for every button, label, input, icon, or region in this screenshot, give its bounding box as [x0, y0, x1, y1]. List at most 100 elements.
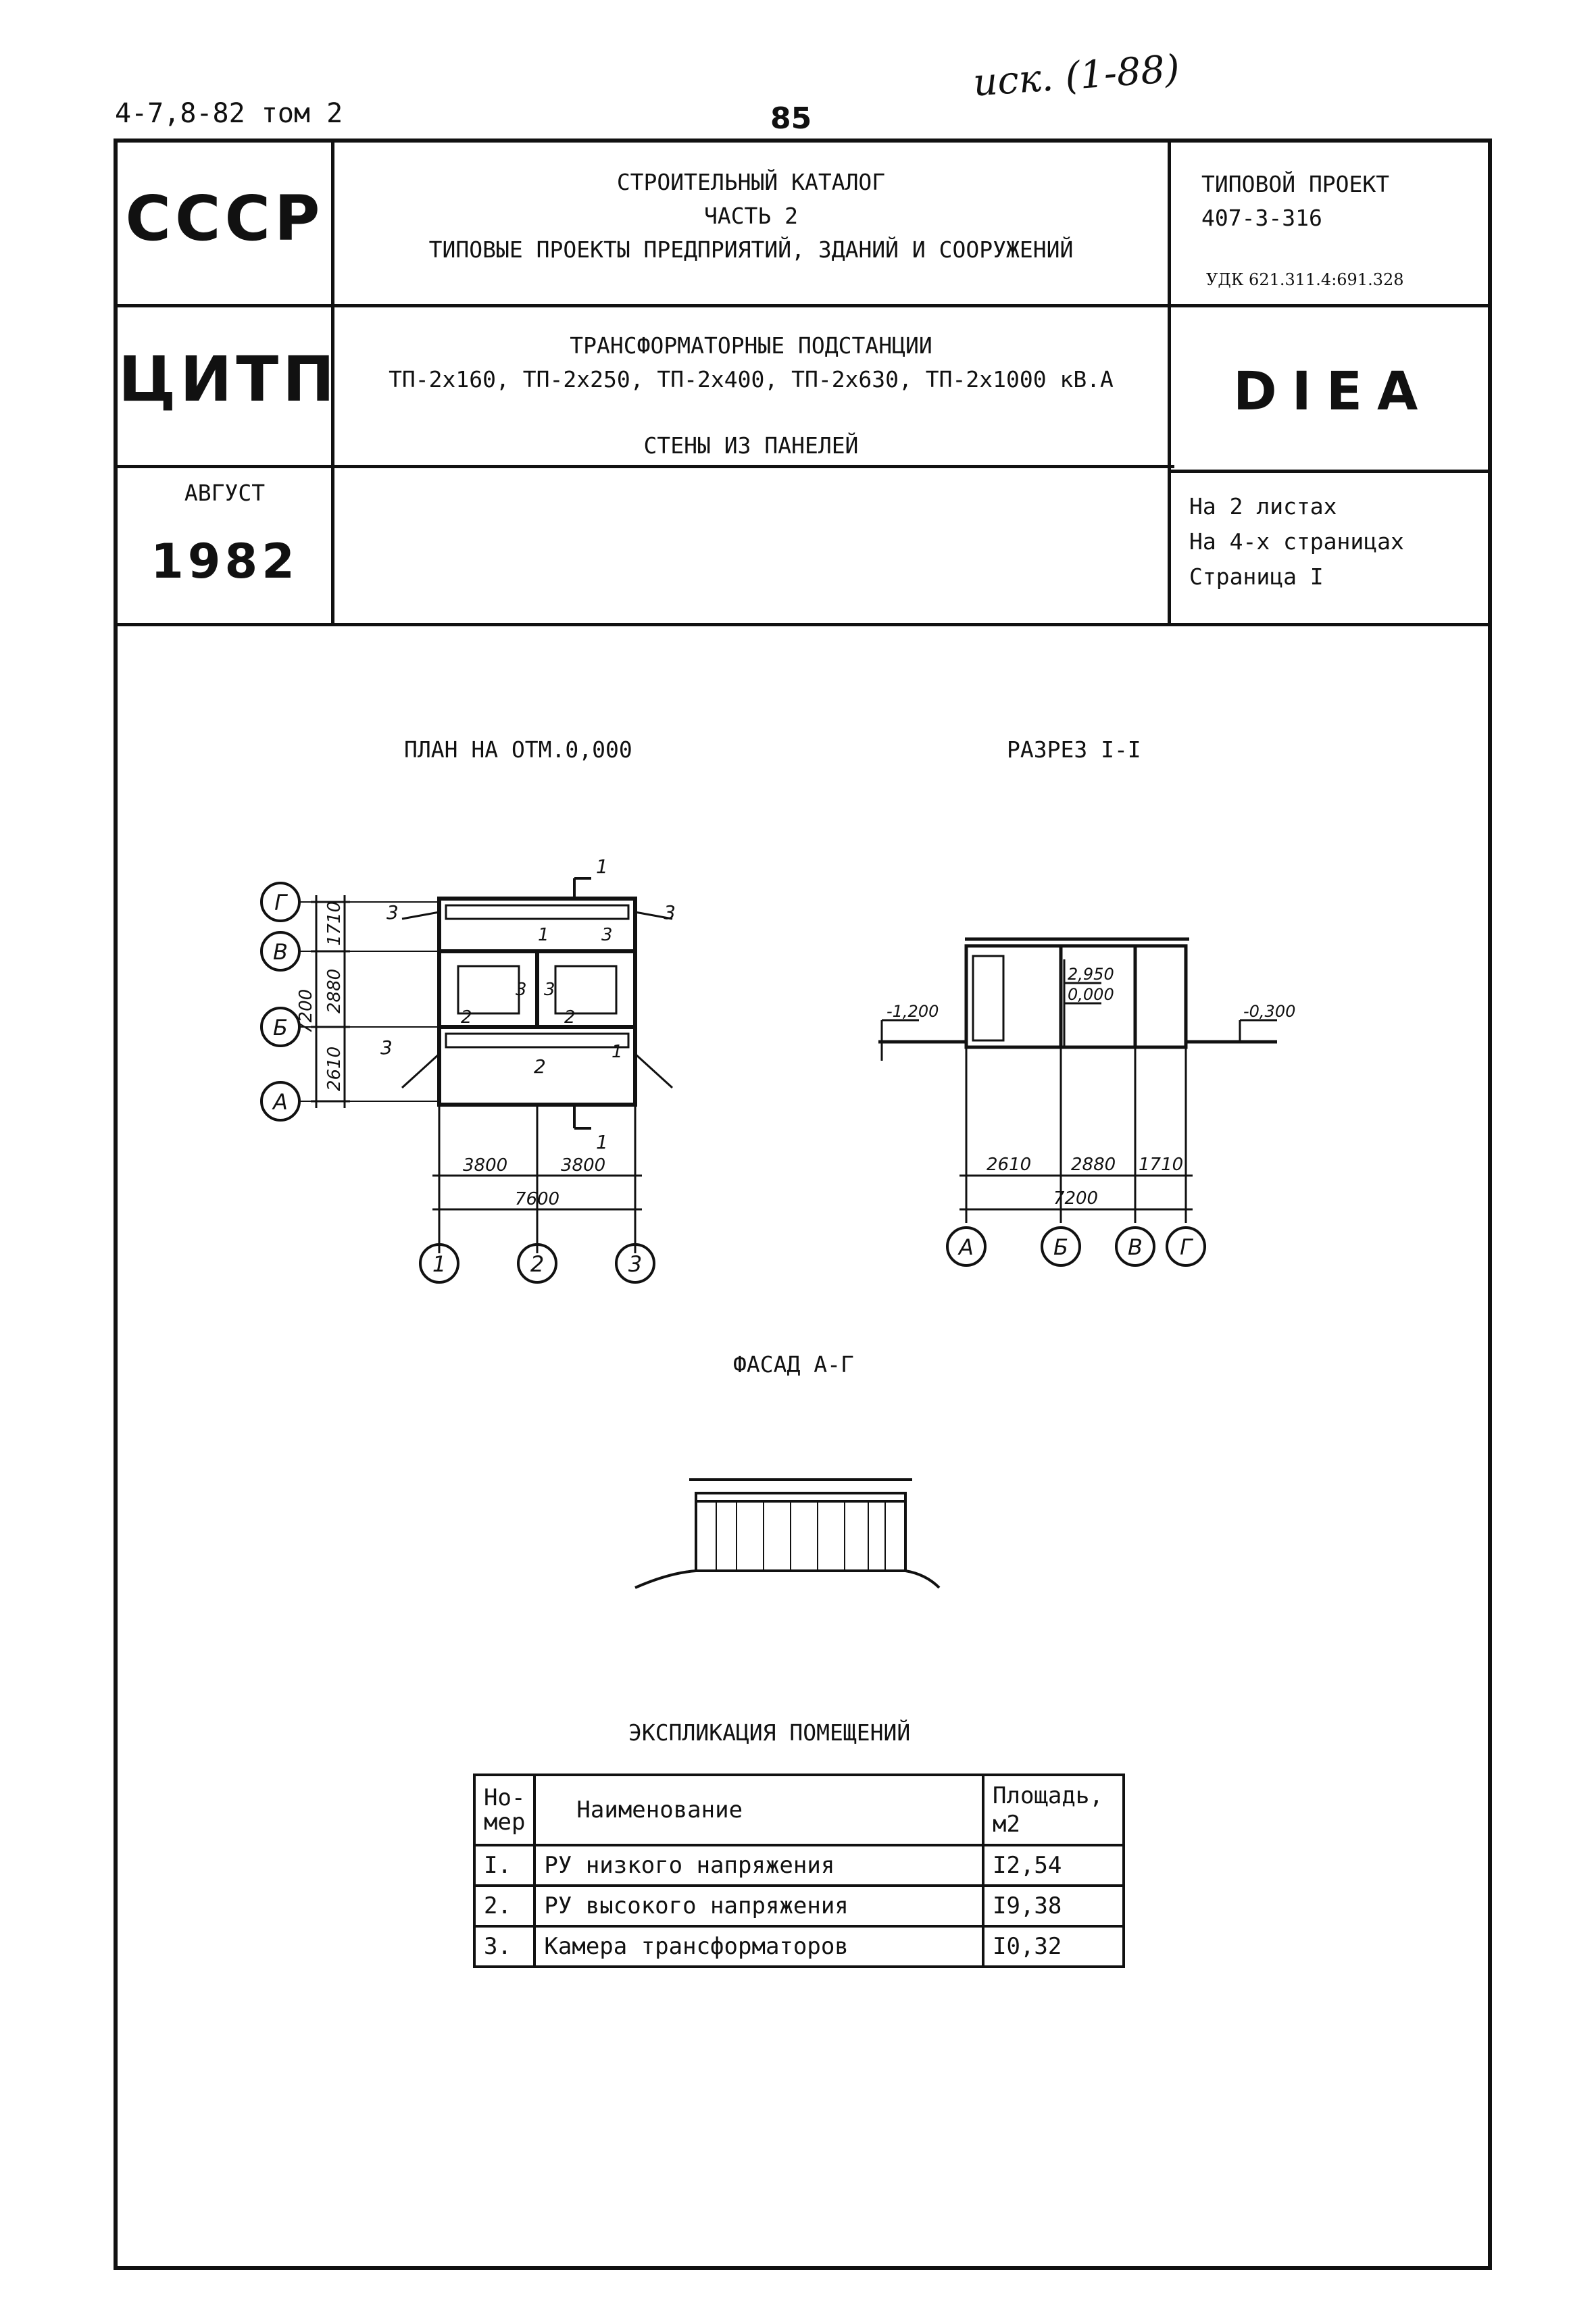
- explication-table: Но- мер Наименование Площадь, м2 I. РУ н…: [472, 1774, 1125, 1968]
- svg-text:1: 1: [612, 1042, 623, 1062]
- plan-dim-7600: 7600: [515, 1189, 559, 1209]
- org-citp: ЦИТП: [118, 343, 339, 416]
- header-divider-1: [114, 304, 1492, 307]
- svg-text:3: 3: [380, 1036, 393, 1059]
- section-dim-1710: 1710: [1139, 1155, 1183, 1175]
- header-name: Наименование: [533, 1774, 984, 1846]
- plan-section-mark-top: 1: [596, 855, 608, 878]
- row-number: I.: [472, 1844, 537, 1887]
- plan-row-axis-v: В: [260, 931, 301, 972]
- plan-dim-7200: 7200: [296, 989, 316, 1034]
- plan-row-axis-a: А: [260, 1081, 301, 1122]
- section-level-left: -1,200: [887, 1002, 939, 1021]
- svg-text:2: 2: [461, 1007, 472, 1028]
- catalog-line-1: СТРОИТЕЛЬНЫЙ КАТАЛОГ: [616, 169, 886, 195]
- svg-text:А: А: [272, 1089, 288, 1115]
- header-divider-2: [114, 465, 1174, 468]
- header-vdivider-1: [331, 139, 334, 626]
- svg-text:В: В: [1128, 1234, 1143, 1260]
- page-number: 85: [770, 101, 812, 136]
- svg-text:3: 3: [628, 1251, 642, 1277]
- row-name: РУ высокого напряжения: [533, 1884, 984, 1928]
- subject-subtitle: СТЕНЫ ИЗ ПАНЕЛЕЙ: [643, 432, 859, 459]
- svg-text:1: 1: [538, 925, 549, 945]
- row-area: I9,38: [982, 1884, 1125, 1928]
- catalog-line-2: ЧАСТЬ 2: [703, 203, 799, 229]
- section-axis-g: Г: [1166, 1226, 1206, 1267]
- plan-section-mark-bottom: 1: [596, 1131, 608, 1153]
- table-row: 3. Камера трансформаторов I0,32: [472, 1925, 1125, 1968]
- svg-text:1: 1: [432, 1251, 446, 1277]
- row-area: I2,54: [982, 1844, 1125, 1887]
- plan-title: ПЛАН НА ОТМ.0,000: [404, 736, 632, 763]
- plan-dim-3800-a: 3800: [463, 1155, 507, 1176]
- plan-col-axis-2: 2: [517, 1243, 557, 1284]
- section-level-top: 2,950: [1068, 965, 1114, 984]
- subject-models: ТП-2х160, ТП-2х250, ТП-2х400, ТП-2х630, …: [389, 366, 1114, 393]
- table-row: I. РУ низкого напряжения I2,54: [472, 1844, 1125, 1887]
- issue-year: 1982: [151, 534, 299, 589]
- subject-title: ТРАНСФОРМАТОРНЫЕ ПОДСТАНЦИИ: [570, 332, 932, 359]
- svg-text:Б: Б: [273, 1015, 288, 1040]
- catalog-line-3: ТИПОВЫЕ ПРОЕКТЫ ПРЕДПРИЯТИЙ, ЗДАНИЙ И СО…: [428, 236, 1074, 263]
- row-number: 2.: [472, 1884, 537, 1928]
- section-drawing: 2,950 0,000 -1,200 -0,300 2610 2880 1710…: [878, 937, 1295, 1267]
- svg-text:3: 3: [516, 980, 527, 1000]
- section-axis-a: А: [946, 1226, 987, 1267]
- svg-text:2: 2: [534, 1055, 546, 1078]
- document-code: 4-7,8-82 том 2: [115, 98, 343, 129]
- header-divider-bottom: [114, 623, 1492, 626]
- section-axis-v: В: [1115, 1226, 1155, 1267]
- plan-row-axis-g: Г: [260, 882, 301, 922]
- svg-text:3: 3: [386, 901, 399, 924]
- plan-dim-2880: 2880: [324, 969, 345, 1013]
- plan-col-axis-3: 3: [615, 1243, 655, 1284]
- header-divider-3: [1169, 470, 1492, 473]
- row-number: 3.: [472, 1925, 537, 1968]
- plan-col-axis-1: 1: [419, 1243, 459, 1284]
- row-name: Камера трансформаторов: [533, 1925, 984, 1968]
- row-name: РУ низкого напряжения: [533, 1844, 984, 1887]
- plan-drawing: Г В Б А 1710 2880 2610 7200: [260, 855, 676, 1284]
- svg-text:3: 3: [664, 901, 676, 924]
- project-number: 407-3-316: [1201, 205, 1322, 231]
- section-axis-b: Б: [1041, 1226, 1081, 1267]
- header-number: Но- мер: [472, 1774, 537, 1846]
- svg-text:А: А: [957, 1234, 974, 1260]
- svg-text:3: 3: [601, 925, 613, 945]
- section-level-right: -0,300: [1243, 1002, 1295, 1021]
- header-vdivider-2: [1168, 139, 1171, 626]
- current-page: Страница I: [1189, 563, 1324, 590]
- project-code: DIEA: [1233, 361, 1433, 422]
- sheet-frame: [114, 139, 1492, 2270]
- header-area: Площадь, м2: [982, 1774, 1125, 1846]
- org-ussr: СССР: [125, 182, 324, 255]
- svg-text:Г: Г: [1180, 1234, 1193, 1260]
- plan-row-axis-b: Б: [260, 1007, 301, 1047]
- section-dim-2880: 2880: [1071, 1155, 1116, 1175]
- handwritten-note: иск. (1-88): [972, 47, 1181, 105]
- svg-text:2: 2: [530, 1251, 544, 1277]
- plan-dim-1710: 1710: [324, 901, 345, 946]
- udk-code: УДК 621.311.4:691.328: [1206, 270, 1404, 289]
- row-area: I0,32: [982, 1925, 1125, 1968]
- section-dim-2610: 2610: [987, 1155, 1031, 1175]
- plan-dim-3800-b: 3800: [561, 1155, 605, 1176]
- svg-text:Г: Г: [274, 890, 288, 915]
- table-header-row: Но- мер Наименование Площадь, м2: [472, 1774, 1125, 1846]
- svg-text:В: В: [273, 939, 288, 965]
- svg-text:3: 3: [544, 980, 555, 1000]
- table-row: 2. РУ высокого напряжения I9,38: [472, 1884, 1125, 1928]
- facade-drawing: [634, 1478, 941, 1589]
- section-level-floor: 0,000: [1068, 985, 1114, 1004]
- project-label: ТИПОВОЙ ПРОЕКТ: [1201, 171, 1390, 197]
- explication-title: ЭКСПЛИКАЦИЯ ПОМЕЩЕНИЙ: [628, 1719, 911, 1746]
- plan-dim-2610: 2610: [324, 1047, 345, 1091]
- svg-text:2: 2: [564, 1007, 576, 1028]
- pages-count: На 4-х страницах: [1189, 528, 1404, 555]
- sheets-count: На 2 листах: [1189, 493, 1337, 520]
- issue-month: АВГУСТ: [184, 480, 266, 506]
- section-dim-7200: 7200: [1053, 1188, 1098, 1209]
- svg-text:Б: Б: [1053, 1234, 1068, 1260]
- facade-title: ФАСАД А-Г: [733, 1351, 854, 1378]
